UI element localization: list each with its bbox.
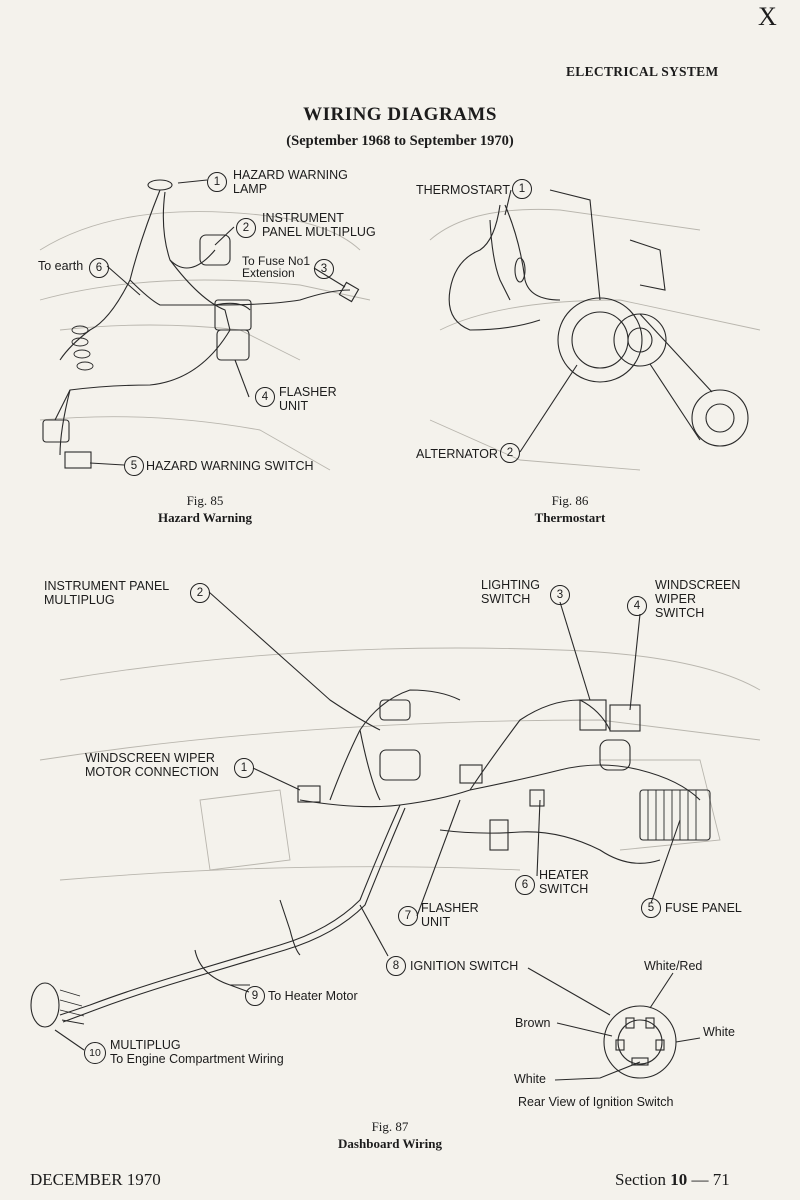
- callout-label: FUSE PANEL: [665, 901, 742, 915]
- callout-number: 1: [234, 758, 254, 778]
- wire-label-white: White: [514, 1072, 546, 1086]
- page-title: WIRING DIAGRAMS: [303, 104, 497, 125]
- callout-number: 1: [207, 172, 227, 192]
- footer-date: DECEMBER 1970: [30, 1170, 161, 1189]
- wire-label-brown: Brown: [515, 1016, 551, 1030]
- page-subtitle: (September 1968 to September 1970): [286, 133, 514, 149]
- corner-mark: X: [758, 2, 777, 31]
- callout-number: 3: [314, 259, 334, 279]
- callout-label: HAZARD WARNING SWITCH: [146, 459, 314, 473]
- callout-label: To earth: [38, 259, 84, 273]
- callout-number: 2: [190, 583, 210, 603]
- wire-label-white-red: White/Red: [644, 959, 703, 973]
- callout-number: 8: [386, 956, 406, 976]
- callout-number: 4: [627, 596, 647, 616]
- callout-number: 2: [500, 443, 520, 463]
- callout-number: 9: [245, 986, 265, 1006]
- callout-label: IGNITION SWITCH: [410, 959, 519, 973]
- callout-number: 6: [515, 875, 535, 895]
- footer-page-ref: Section 10 — 71: [615, 1170, 730, 1189]
- callout-number: 5: [641, 898, 661, 918]
- callout-label: ALTERNATOR: [416, 447, 498, 461]
- callout-number: 2: [236, 218, 256, 238]
- callout-number: 3: [550, 585, 570, 605]
- callout-number: 5: [124, 456, 144, 476]
- ignition-inset-caption: Rear View of Ignition Switch: [518, 1095, 674, 1109]
- callout-number: 1: [512, 179, 532, 199]
- callout-label: To Heater Motor: [268, 989, 358, 1003]
- callout-number: 6: [89, 258, 109, 278]
- section-header: ELECTRICAL SYSTEM: [566, 64, 719, 79]
- callout-number: 10: [84, 1042, 106, 1064]
- callout-number: 4: [255, 387, 275, 407]
- wire-label-white: White: [703, 1025, 735, 1039]
- callout-label: THERMOSTART: [416, 183, 510, 197]
- callout-number: 7: [398, 906, 418, 926]
